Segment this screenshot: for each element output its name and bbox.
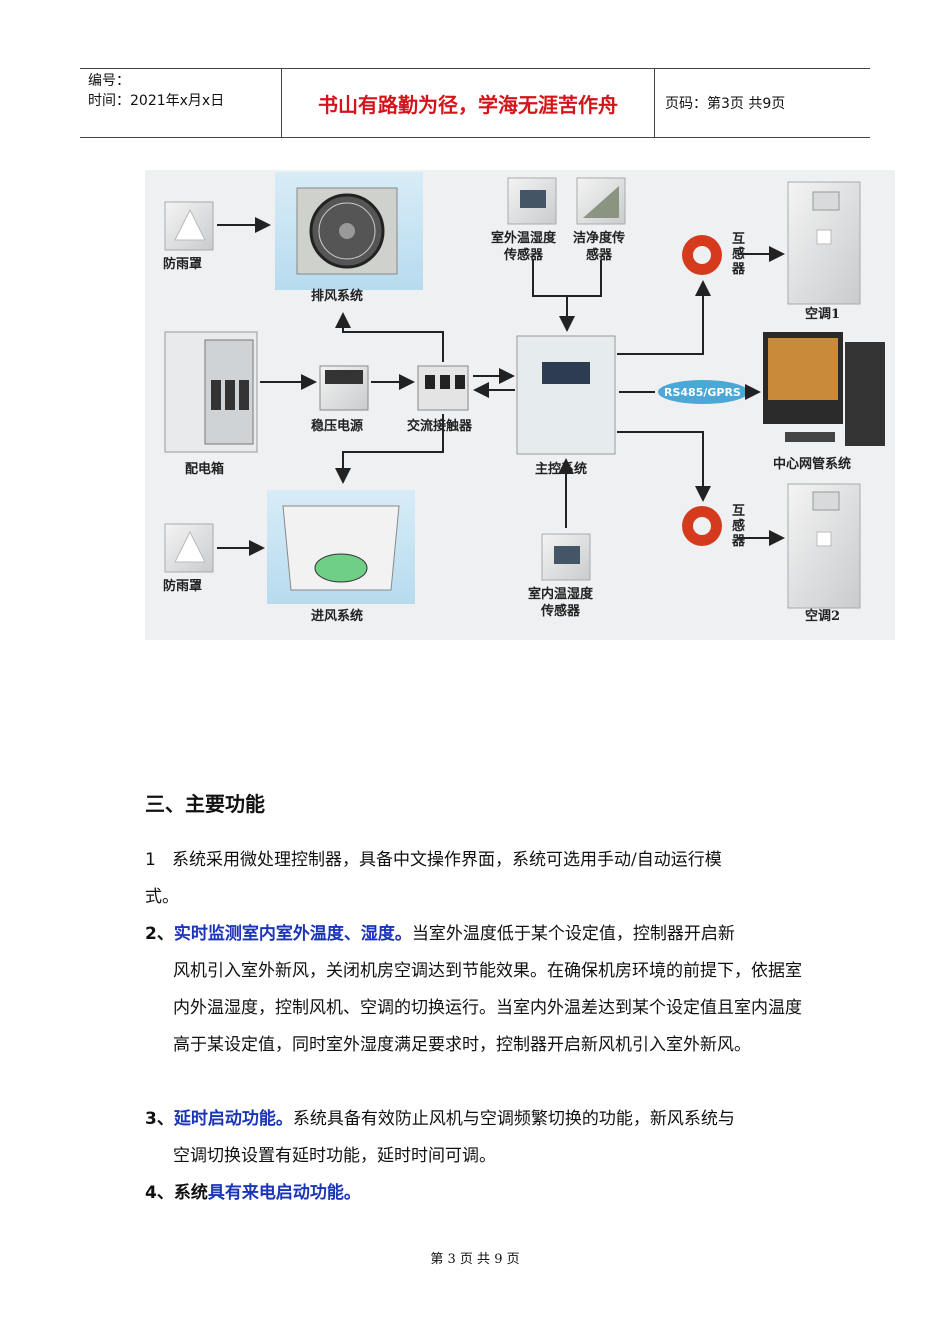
center-label: 中心网管系统	[773, 457, 852, 472]
regulator-icon	[319, 365, 369, 411]
section-title: 三、主要功能	[145, 792, 265, 816]
item-cont: 式。	[145, 887, 179, 907]
ac1-icon	[787, 181, 861, 305]
outdoor-sensor-label: 室外温湿度 传感器	[491, 231, 557, 263]
rain-cover-bottom-icon	[164, 523, 214, 573]
list-item: 3、延时启动功能。系统具备有效防止风机与空调频繁切换的功能，新风系统与 空调切换…	[145, 1101, 815, 1175]
item-highlight: 延时启动功能。	[173, 1109, 293, 1129]
regulator-label: 稳压电源	[311, 419, 364, 434]
indoor-sensor-label: 室内温湿度 传感器	[528, 587, 594, 619]
intake-label: 进风系统	[311, 609, 364, 624]
list-item: 1 系统采用微处理控制器，具备中文操作界面，系统可选用手动/自动运行模 式。	[145, 842, 815, 916]
distribution-box-icon	[164, 331, 258, 453]
diagram-connectors	[217, 217, 785, 556]
item-text: 系统具备有效防止风机与空调频繁切换的功能，新风系统与	[292, 1109, 735, 1129]
item-cont: 空调切换设置有延时功能，延时时间可调。	[173, 1146, 496, 1166]
rs485-label: RS485/GPRS	[664, 386, 741, 399]
clean-sensor-label: 洁净度传 感器	[573, 231, 626, 263]
item-highlight: 具有来电启动功能。	[207, 1183, 361, 1203]
header-motto: 书山有路勤为径，学海无涯苦作舟	[282, 69, 655, 137]
diagram-graphics	[164, 172, 885, 609]
item-cont: 风机引入室外新风，关闭机房空调达到节能效果。在确保机房环境的前提下，依据室内外温…	[173, 961, 802, 1055]
ac2-label: 空调2	[805, 609, 841, 624]
rain-cover-top-label: 防雨罩	[163, 257, 203, 272]
header-page-label: 页码：第3页 共9页	[665, 96, 786, 112]
exhaust-label: 排风系统	[311, 289, 364, 304]
page-footer: 第 3 页 共 9 页	[430, 1252, 520, 1267]
transformer-bottom-icon	[682, 506, 722, 546]
transformer-bottom-label: 互感器	[732, 504, 746, 549]
item-highlight: 实时监测室内室外温度、湿度。	[173, 924, 412, 944]
indoor-sensor-icon	[541, 533, 591, 581]
exhaust-fan-icon	[275, 172, 423, 290]
number-label: 编号：	[88, 73, 130, 89]
item-number: 3、	[145, 1109, 174, 1129]
item-number: 4、	[145, 1183, 174, 1203]
item-number: 2、	[145, 924, 174, 944]
contactor-icon	[417, 365, 469, 411]
center-computer-icon	[763, 332, 885, 446]
clean-sensor-icon	[576, 177, 626, 225]
item-text: 系统采用微处理控制器，具备中文操作界面，系统可选用手动/自动运行模	[172, 850, 722, 870]
list-item: 4、系统具有来电启动功能。	[145, 1175, 815, 1212]
item-number: 1	[145, 850, 156, 870]
rs485-badge-icon	[658, 380, 748, 404]
system-diagram: 防雨罩 排风系统 室外温湿度 传感器 洁净度传 感器 互感器 空调1 配电箱 稳…	[145, 170, 895, 640]
outdoor-sensor-icon	[507, 177, 557, 225]
list-item: 2、实时监测室内室外温度、湿度。当室外温度低于某个设定值，控制器开启新 风机引入…	[145, 916, 815, 1064]
distribution-box-label: 配电箱	[185, 462, 225, 477]
time-label: 时间：2021年x月x日	[88, 93, 225, 109]
transformer-top-icon	[682, 235, 722, 275]
rain-cover-top-icon	[164, 201, 214, 251]
page-header: 编号： 时间：2021年x月x日 书山有路勤为径，学海无涯苦作舟 页码：第3页 …	[80, 68, 870, 138]
ac1-label: 空调1	[805, 307, 841, 322]
item-prefix: 系统	[173, 1183, 208, 1203]
transformer-top-label: 互感器	[732, 232, 746, 277]
header-meta: 编号： 时间：2021年x月x日	[80, 69, 282, 137]
main-control-label: 主控系统	[535, 462, 588, 477]
contactor-label: 交流接触器	[407, 419, 473, 434]
item-text: 当室外温度低于某个设定值，控制器开启新	[411, 924, 735, 944]
rain-cover-bottom-label: 防雨罩	[163, 579, 203, 594]
main-control-icon	[516, 335, 616, 455]
intake-fan-icon	[267, 490, 415, 604]
ac2-icon	[787, 483, 861, 609]
